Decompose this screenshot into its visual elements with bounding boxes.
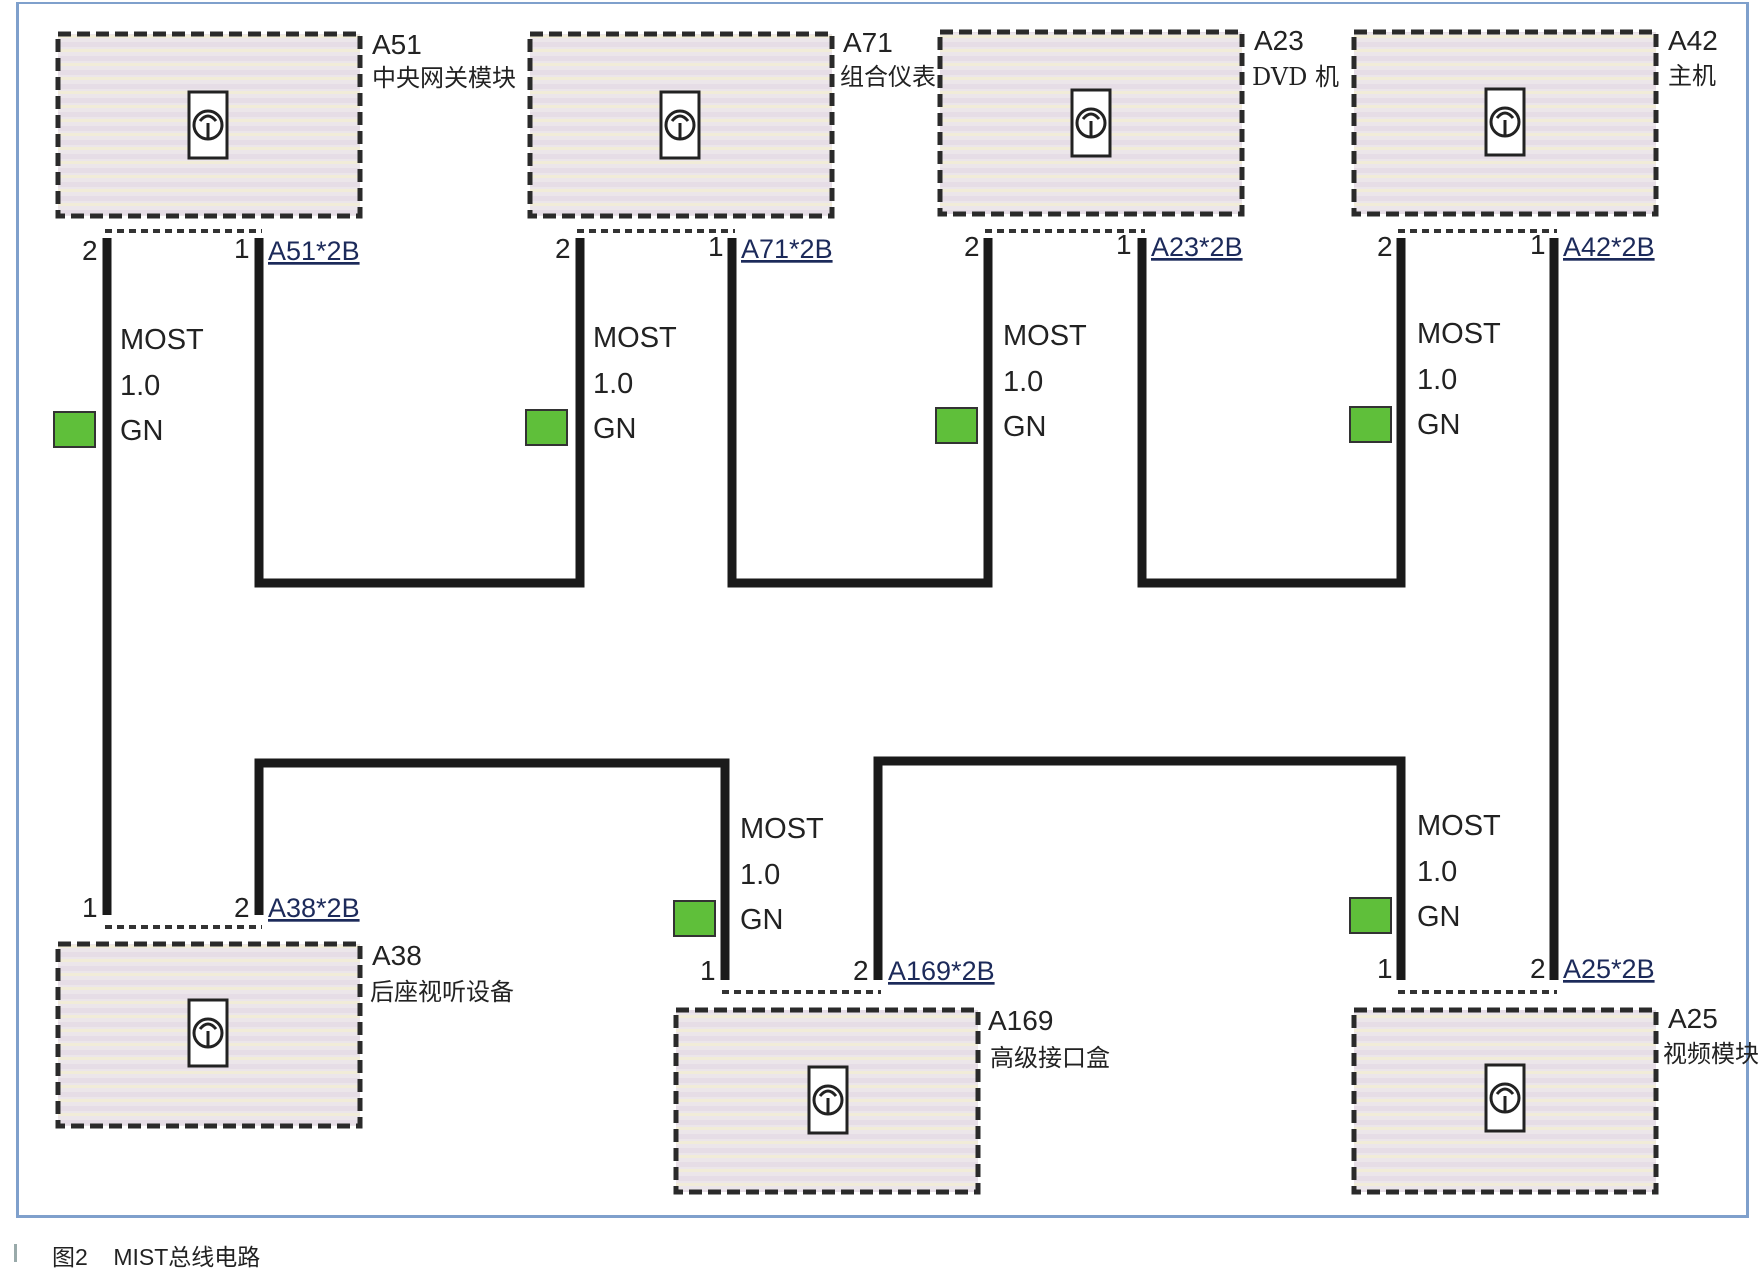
wires — [102, 238, 1559, 980]
module-code: A42 — [1668, 25, 1718, 56]
wire-spec-A25: MOST 1.0 GN — [1349, 810, 1501, 934]
wire-color: GN — [120, 415, 164, 447]
wire-color: GN — [1003, 411, 1047, 443]
wire-spec-A71: MOST 1.0 GN — [525, 322, 677, 446]
wire-spec-A169: MOST 1.0 GN — [673, 813, 824, 937]
figure-number: 图2 — [52, 1244, 88, 1270]
module-code: A25 — [1668, 1003, 1718, 1034]
pin-number: 1 — [1377, 953, 1393, 984]
wire-A51-A71 — [254, 238, 585, 588]
module-code: A38 — [372, 940, 422, 971]
wire-size: 1.0 — [1417, 856, 1457, 888]
module-A23: A23 DVD 机 — [937, 25, 1339, 217]
wire-A71-A23 — [727, 238, 993, 588]
wire-color-swatch — [1349, 897, 1392, 934]
pin-number: 2 — [964, 231, 980, 262]
wire-type: MOST — [120, 324, 204, 356]
pin-number: 2 — [82, 235, 98, 266]
pin-number: 1 — [82, 892, 98, 923]
ecu-gauge-icon — [807, 1065, 849, 1135]
module-code: A23 — [1254, 25, 1304, 56]
plug-labels: 2 1 A51*2B 2 1 A71*2B 2 1 A23*2B 2 1 A42… — [82, 229, 1655, 986]
wire-color-swatch — [53, 411, 96, 448]
module-name: 中央网关模块 — [372, 64, 516, 92]
wire-type: MOST — [1417, 318, 1501, 350]
module-code: A51 — [372, 29, 422, 60]
pin-number: 1 — [700, 955, 716, 986]
module-A25: A25 视频模块 — [1351, 1003, 1759, 1195]
module-name: 高级接口盒 — [990, 1044, 1110, 1072]
module-name: 后座视听设备 — [370, 978, 514, 1006]
ecu-gauge-icon — [187, 90, 229, 160]
wire-type: MOST — [740, 813, 824, 845]
plug-label: A25*2B — [1563, 954, 1655, 984]
module-name: 视频模块 — [1663, 1040, 1759, 1068]
wire-size: 1.0 — [120, 370, 160, 402]
wire-A38-A169 — [254, 758, 730, 980]
pin-number: 2 — [555, 233, 571, 264]
wire-spec-A42: MOST 1.0 GN — [1349, 318, 1501, 443]
wire-color: GN — [593, 413, 637, 445]
wire-color-swatch — [673, 900, 716, 937]
wire-A23-A42 — [1137, 238, 1406, 588]
pin-number: 2 — [234, 892, 250, 923]
module-code: A71 — [843, 27, 893, 58]
pin-number: 1 — [708, 231, 724, 262]
ecu-gauge-icon — [187, 998, 229, 1068]
pin-number: 2 — [1377, 231, 1393, 262]
module-A42: A42 主机 — [1351, 25, 1718, 217]
ecu-gauge-icon — [1484, 87, 1526, 157]
ecu-gauge-icon — [659, 90, 701, 160]
wire-color-swatch — [525, 409, 568, 446]
wire-A169-A25 — [873, 756, 1406, 980]
pin-number: 1 — [1116, 229, 1132, 260]
wire-color: GN — [740, 904, 784, 936]
plug-label: A71*2B — [741, 234, 833, 264]
wire-color: GN — [1417, 409, 1461, 441]
pin-number: 2 — [1530, 953, 1546, 984]
module-name: 组合仪表 — [840, 63, 936, 91]
plug-label: A42*2B — [1563, 232, 1655, 262]
plug-label: A23*2B — [1151, 232, 1243, 262]
module-A38: A38 后座视听设备 — [55, 940, 514, 1129]
figure-caption: 图2 MIST总线电路 — [52, 1238, 260, 1272]
wire-size: 1.0 — [1417, 364, 1457, 396]
wire-spec-A51-A38: MOST 1.0 GN — [53, 324, 204, 448]
pin-number: 2 — [853, 955, 869, 986]
module-A169: A169 高级接口盒 — [673, 1005, 1110, 1195]
wire-type: MOST — [1003, 320, 1087, 352]
wire-color: GN — [1417, 901, 1461, 933]
wire-spec-A23: MOST 1.0 GN — [935, 320, 1087, 444]
plug-label: A38*2B — [268, 893, 360, 923]
module-name: DVD 机 — [1252, 63, 1339, 91]
pin-number: 1 — [1530, 229, 1546, 260]
ecu-gauge-icon — [1484, 1063, 1526, 1133]
module-name: 主机 — [1668, 62, 1716, 90]
connector-bars — [105, 229, 1557, 994]
wire-type: MOST — [593, 322, 677, 354]
wire-type: MOST — [1417, 810, 1501, 842]
caption-marker — [14, 1244, 17, 1262]
plug-label: A51*2B — [268, 236, 360, 266]
pin-number: 1 — [234, 233, 250, 264]
figure-title: MIST总线电路 — [113, 1244, 261, 1270]
module-code: A169 — [988, 1005, 1053, 1036]
wire-size: 1.0 — [740, 859, 780, 891]
module-A71: A71 组合仪表 — [527, 27, 936, 219]
wire-size: 1.0 — [593, 368, 633, 400]
wire-color-swatch — [1349, 406, 1392, 443]
wire-size: 1.0 — [1003, 366, 1043, 398]
wire-color-swatch — [935, 407, 978, 444]
ecu-gauge-icon — [1070, 88, 1112, 158]
plug-label: A169*2B — [888, 956, 995, 986]
module-A51: A51 中央网关模块 — [55, 29, 516, 219]
